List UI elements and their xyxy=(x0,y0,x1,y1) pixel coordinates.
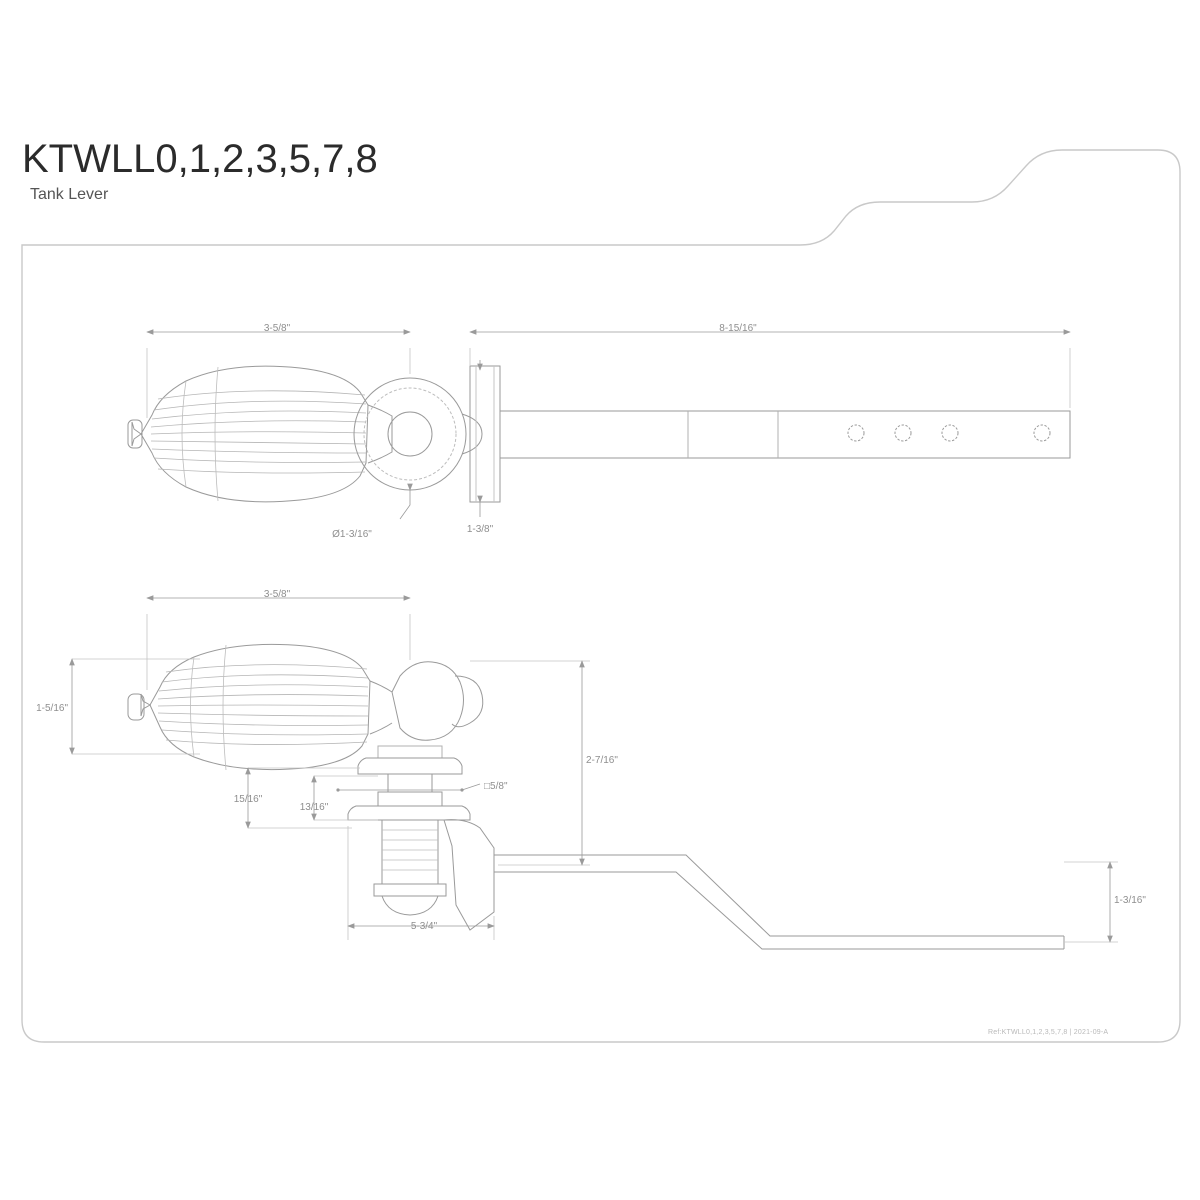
dim-hub-diameter: Ø1-3/16" xyxy=(332,529,372,540)
dim-handle-length: 3-5/8" xyxy=(264,323,291,334)
lever-arm-side xyxy=(443,819,1065,950)
handle-neck-top xyxy=(367,404,393,464)
threaded-shank xyxy=(373,820,447,916)
handle-body-top xyxy=(127,365,369,503)
dim-lever-reach: 5-3/4" xyxy=(411,921,438,932)
handle-ball-hub-side xyxy=(369,661,484,741)
dim-thread-length: 13/16" xyxy=(300,802,329,813)
page-border xyxy=(21,149,1181,1043)
dim-shank-offset: 15/16" xyxy=(234,794,263,805)
handle-body-side xyxy=(127,643,371,771)
page-title: KTWLL0,1,2,3,5,7,8 xyxy=(22,137,378,181)
dim-arm-length: 8-15/16" xyxy=(719,323,757,334)
dim-arm-drop: 1-3/16" xyxy=(1114,895,1146,906)
dim-handle-height: 1-5/16" xyxy=(36,703,68,714)
dim-collar-width: 1-3/8" xyxy=(467,524,494,535)
shank-nut xyxy=(347,791,471,821)
side-view-dimensions xyxy=(69,595,1118,943)
handle-flutes-top xyxy=(150,366,367,502)
escutcheon-flange xyxy=(357,745,463,793)
reference-note: Ref:KTWLL0,1,2,3,5,7,8 | 2021-09-A xyxy=(988,1029,1109,1036)
dim-handle-length-side: 3-5/8" xyxy=(264,589,291,600)
top-view-leaders xyxy=(399,360,483,520)
top-view-dimensions xyxy=(146,329,1071,418)
dim-overall-height: 2-7/16" xyxy=(586,755,618,766)
page-subtitle: Tank Lever xyxy=(30,186,109,203)
handle-flutes-side xyxy=(157,644,369,771)
lever-arm-top xyxy=(500,410,1071,459)
top-view-drawing xyxy=(127,365,1071,503)
mounting-collar-top xyxy=(469,365,501,503)
handle-hub-top xyxy=(353,377,483,491)
side-view-drawing xyxy=(127,643,1065,950)
dim-square-shank: □5/8" xyxy=(484,781,508,792)
